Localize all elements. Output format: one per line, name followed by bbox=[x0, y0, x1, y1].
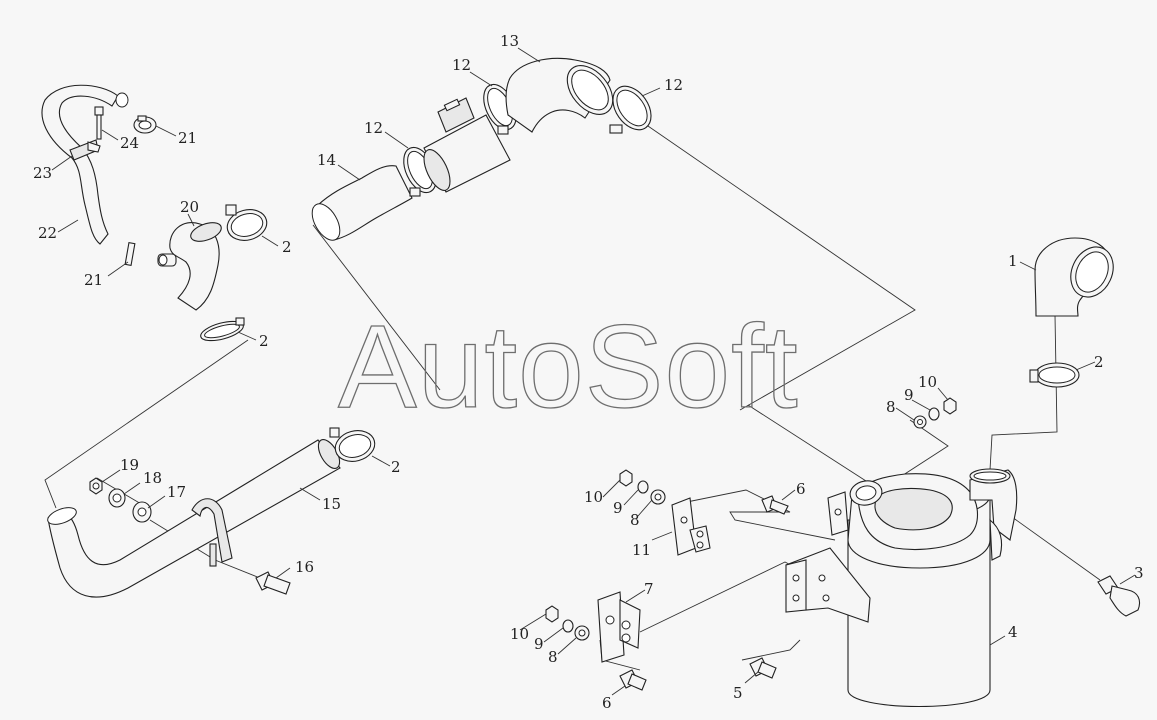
elbow-1 bbox=[1034, 237, 1114, 317]
leader-lines bbox=[51, 47, 1136, 696]
clamp-12-right bbox=[609, 85, 652, 134]
callout-14: 14 bbox=[317, 151, 336, 169]
clamp-2-lower-left bbox=[200, 317, 245, 342]
callout-21: 21 bbox=[178, 129, 197, 147]
clamp-2-upper-left bbox=[225, 204, 268, 241]
elbow-20 bbox=[169, 222, 222, 311]
clamp-2-right bbox=[1029, 362, 1080, 388]
hose-14 bbox=[311, 165, 413, 241]
callout-2: 2 bbox=[282, 238, 292, 256]
callout-labels: 1 2 3 4 5 6 6 7 8 8 8 9 9 9 10 10 10 11 … bbox=[33, 32, 1144, 712]
callout-7: 7 bbox=[644, 580, 654, 598]
callout-16: 16 bbox=[295, 558, 314, 576]
callout-17: 17 bbox=[167, 483, 186, 501]
callout-8: 8 bbox=[886, 398, 896, 416]
callout-3: 3 bbox=[1134, 564, 1144, 582]
bracket-11 bbox=[671, 497, 711, 556]
washer-17 bbox=[132, 501, 152, 523]
callout-13: 13 bbox=[500, 32, 519, 50]
fastener-set-upper-right bbox=[913, 397, 957, 429]
callout-12: 12 bbox=[664, 76, 683, 94]
callout-9: 9 bbox=[904, 386, 914, 404]
callout-10: 10 bbox=[918, 373, 937, 391]
callout-20: 20 bbox=[180, 198, 199, 216]
callout-4: 4 bbox=[1008, 623, 1018, 641]
fastener-set-middle bbox=[619, 469, 666, 505]
filter-mounting-straps bbox=[785, 491, 871, 623]
callout-22: 22 bbox=[38, 224, 57, 242]
callout-9: 9 bbox=[534, 635, 544, 653]
watermark-text: AutoSoft bbox=[338, 301, 799, 433]
bracket-7 bbox=[597, 591, 641, 663]
callout-12: 12 bbox=[452, 56, 471, 74]
callout-10: 10 bbox=[584, 488, 603, 506]
clamp-2-pipe bbox=[329, 427, 376, 462]
callout-8: 8 bbox=[548, 648, 558, 666]
callout-18: 18 bbox=[143, 469, 162, 487]
sensor-3 bbox=[1097, 575, 1141, 617]
callout-5: 5 bbox=[733, 684, 743, 702]
callout-24: 24 bbox=[120, 134, 139, 152]
breather-hose bbox=[41, 84, 129, 245]
callout-11: 11 bbox=[632, 541, 651, 559]
callout-8: 8 bbox=[630, 511, 640, 529]
bolt-6-lower bbox=[619, 669, 647, 691]
bolt-24 bbox=[94, 106, 104, 140]
callout-19: 19 bbox=[120, 456, 139, 474]
sensor-tube bbox=[423, 97, 511, 193]
callout-23: 23 bbox=[33, 164, 52, 182]
air-filter-housing-4 bbox=[847, 468, 1018, 708]
elbow-13 bbox=[505, 57, 614, 133]
callout-15: 15 bbox=[322, 495, 341, 513]
callout-9: 9 bbox=[613, 499, 623, 517]
callout-21: 21 bbox=[84, 271, 103, 289]
callout-2: 2 bbox=[1094, 353, 1104, 371]
callout-6: 6 bbox=[796, 480, 806, 498]
washer-18 bbox=[108, 488, 126, 508]
callout-12: 12 bbox=[364, 119, 383, 137]
small-clamp-21 bbox=[133, 115, 157, 134]
callout-2: 2 bbox=[391, 458, 401, 476]
bolt-6-upper bbox=[761, 495, 789, 515]
fastener-set-lower bbox=[545, 605, 590, 641]
connector-21 bbox=[124, 242, 177, 267]
callout-6: 6 bbox=[602, 694, 612, 712]
bolt-16 bbox=[255, 571, 291, 595]
callout-2: 2 bbox=[259, 332, 269, 350]
callout-10: 10 bbox=[510, 625, 529, 643]
bolt-5 bbox=[749, 657, 777, 679]
nut-19 bbox=[89, 477, 103, 495]
callout-1: 1 bbox=[1008, 252, 1018, 270]
